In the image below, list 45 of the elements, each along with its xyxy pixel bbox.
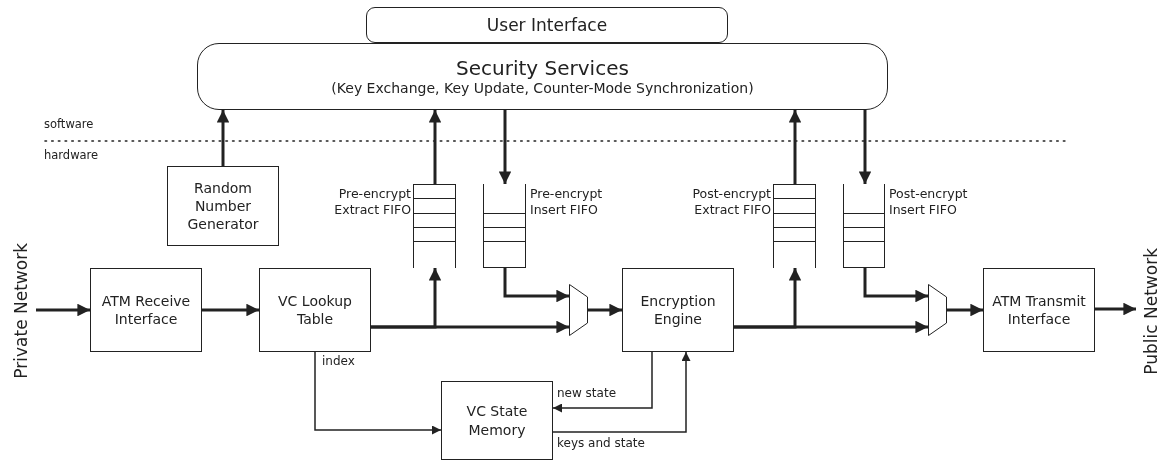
arrow bbox=[734, 268, 802, 329]
arrow bbox=[863, 268, 928, 303]
process-box bbox=[983, 268, 1095, 352]
edge-label: keys and state bbox=[556, 436, 646, 450]
arrow bbox=[216, 110, 230, 166]
layer-label: hardware bbox=[44, 148, 99, 162]
arrow bbox=[503, 268, 569, 303]
process-box bbox=[90, 268, 202, 352]
block-label: VC Lookup Table bbox=[277, 291, 353, 329]
fifo-label: Pre-encrypt Extract FIFO bbox=[333, 186, 411, 219]
block-label: Encryption Engine bbox=[639, 291, 717, 329]
arrow bbox=[1095, 302, 1136, 316]
arrow bbox=[552, 351, 691, 433]
arrow bbox=[788, 110, 802, 184]
fifo-label: Post-encrypt Extract FIFO bbox=[691, 186, 771, 219]
fifo-label: Post-encrypt Insert FIFO bbox=[889, 186, 969, 219]
network-label: Public Network bbox=[1141, 247, 1161, 375]
arrow bbox=[202, 303, 259, 317]
arrow bbox=[588, 303, 622, 317]
block-label: ATM Receive Interface bbox=[100, 291, 192, 329]
layer-label: software bbox=[44, 117, 94, 131]
rounded-box bbox=[197, 43, 888, 110]
network-label: Private Network bbox=[11, 243, 31, 379]
arrow bbox=[947, 303, 983, 317]
arrow bbox=[498, 110, 512, 184]
edge-label: index bbox=[321, 354, 356, 368]
arrow bbox=[552, 351, 653, 413]
block-label: ATM Transmit Interface bbox=[991, 291, 1087, 329]
rounded-box bbox=[366, 7, 728, 43]
process-box bbox=[441, 381, 553, 460]
arrow bbox=[858, 110, 872, 184]
arrow bbox=[314, 351, 442, 435]
arrow bbox=[428, 110, 442, 184]
process-box bbox=[259, 268, 371, 352]
box-title: Security Services bbox=[456, 56, 629, 81]
block-label: VC State Memory bbox=[465, 402, 529, 439]
arrow bbox=[371, 268, 442, 329]
edge-label: new state bbox=[556, 386, 617, 400]
box-subtitle: (Key Exchange, Key Update, Counter-Mode Synchronization) bbox=[331, 80, 754, 97]
box-title: User Interface bbox=[486, 14, 608, 36]
fifo-label: Pre-encrypt Insert FIFO bbox=[530, 186, 604, 219]
process-box bbox=[622, 268, 734, 352]
arrow bbox=[36, 303, 90, 317]
process-box bbox=[167, 166, 279, 246]
block-label: Random Number Generator bbox=[186, 178, 260, 234]
